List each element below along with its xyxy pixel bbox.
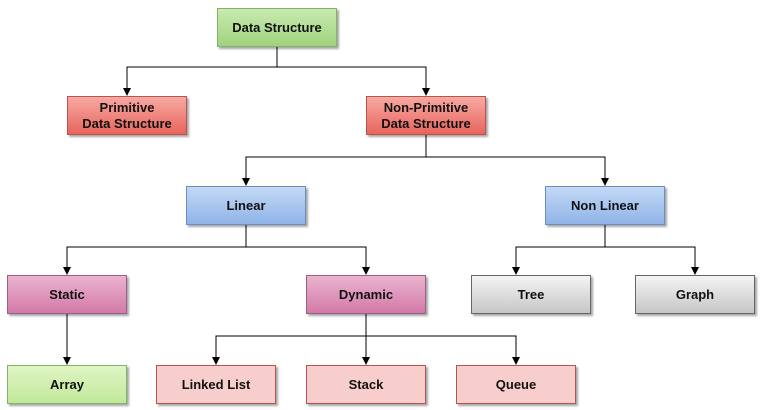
node-linked-list: Linked List bbox=[156, 365, 276, 404]
node-stack: Stack bbox=[306, 365, 426, 404]
connector-root-children bbox=[123, 47, 278, 96]
node-dynamic: Dynamic bbox=[306, 275, 426, 314]
node-primitive-label-line1: Primitive bbox=[99, 99, 155, 115]
node-dynamic-label: Dynamic bbox=[338, 286, 394, 302]
node-linked-list-label: Linked List bbox=[181, 376, 251, 392]
node-queue-label: Queue bbox=[495, 376, 537, 392]
connector-dynamic-queue bbox=[366, 335, 520, 365]
node-non-primitive-label-line2: Data Structure bbox=[381, 115, 471, 131]
node-linear-label: Linear bbox=[226, 197, 266, 213]
connector-nonlinear-graph bbox=[605, 246, 699, 275]
connector-nonprimitive-linear bbox=[242, 135, 427, 186]
connector-nonlinear-tree bbox=[512, 225, 606, 275]
node-data-structure-label: Data Structure bbox=[232, 19, 322, 35]
node-primitive: Primitive Data Structure bbox=[67, 96, 187, 135]
node-non-linear: Non Linear bbox=[545, 186, 665, 225]
connector-dynamic-linkedlist bbox=[212, 314, 367, 365]
connector-nonprimitive-nonlinear bbox=[426, 156, 609, 186]
connector-root-nonprimitive bbox=[277, 66, 430, 96]
node-stack-label: Stack bbox=[348, 376, 384, 392]
connector-linear-dynamic bbox=[246, 246, 370, 275]
node-non-primitive: Non-Primitive Data Structure bbox=[366, 96, 486, 135]
node-queue: Queue bbox=[456, 365, 576, 404]
node-non-primitive-label-line1: Non-Primitive bbox=[383, 99, 469, 115]
node-primitive-label-line2: Data Structure bbox=[82, 115, 172, 131]
node-graph: Graph bbox=[635, 275, 755, 314]
node-array: Array bbox=[7, 365, 127, 404]
node-static: Static bbox=[7, 275, 127, 314]
node-non-linear-label: Non Linear bbox=[571, 197, 639, 213]
connector-linear-static bbox=[63, 225, 247, 275]
node-data-structure: Data Structure bbox=[217, 8, 337, 47]
node-tree: Tree bbox=[471, 275, 591, 314]
node-linear: Linear bbox=[186, 186, 306, 225]
node-tree-label: Tree bbox=[517, 286, 545, 302]
node-array-label: Array bbox=[50, 376, 84, 392]
node-static-label: Static bbox=[49, 286, 85, 302]
node-graph-label: Graph bbox=[675, 286, 715, 302]
